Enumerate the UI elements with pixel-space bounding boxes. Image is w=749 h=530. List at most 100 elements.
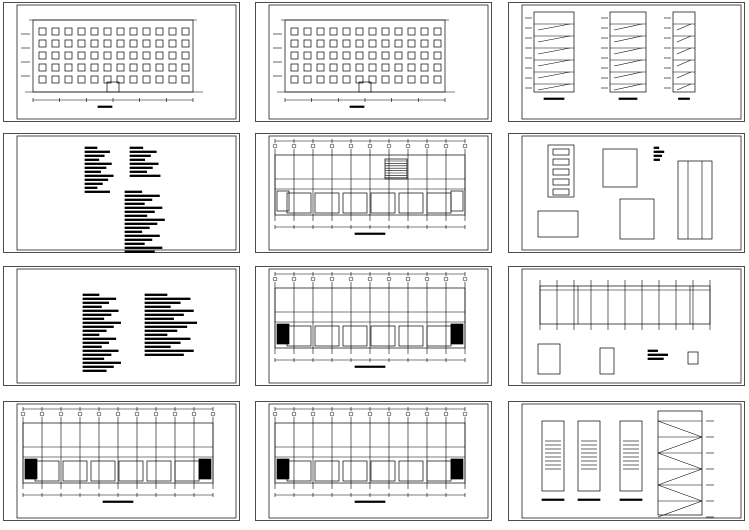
text-line [129, 166, 153, 169]
axis-bubble [424, 276, 430, 282]
stair-flight [676, 59, 692, 67]
window [329, 63, 338, 72]
stair-symbol [450, 190, 464, 212]
stair-flight [613, 23, 643, 31]
text-line [124, 214, 148, 217]
window [290, 75, 299, 84]
title-text [354, 500, 386, 503]
axis-bubble [272, 143, 278, 149]
room [174, 460, 200, 482]
text-line [82, 369, 107, 372]
axis-bubble [443, 143, 449, 149]
text-line [124, 246, 163, 249]
room [370, 460, 396, 482]
text-line [124, 234, 160, 237]
text-line [82, 305, 102, 308]
window [420, 63, 429, 72]
window [181, 51, 190, 60]
window [142, 27, 151, 36]
sheet-inner-frame [268, 135, 489, 251]
window [77, 39, 86, 48]
text-line [124, 218, 165, 221]
section-outline [609, 11, 647, 93]
stair-flight [657, 468, 703, 486]
detail-section [599, 347, 615, 375]
room [398, 460, 424, 482]
window [77, 75, 86, 84]
sheet-drawing [3, 2, 240, 122]
axis-bubble [191, 411, 197, 417]
text-line [82, 337, 117, 340]
room [426, 325, 452, 347]
stair-flight [657, 436, 703, 454]
room [286, 325, 312, 347]
axis-bubble [386, 411, 392, 417]
window [155, 39, 164, 48]
text-line [124, 230, 143, 233]
stair-symbol [276, 323, 290, 345]
text-line [124, 242, 145, 245]
room [118, 460, 144, 482]
drawing-sheet-plan-detailed [255, 133, 492, 253]
axis-bubble [291, 276, 297, 282]
window [90, 75, 99, 84]
window [420, 39, 429, 48]
window [116, 39, 125, 48]
text-line [82, 341, 109, 344]
sheet-drawing [3, 133, 240, 253]
text-line [129, 158, 146, 161]
window [38, 51, 47, 60]
axis-bubble [115, 411, 121, 417]
window [420, 75, 429, 84]
window [38, 39, 47, 48]
window [129, 39, 138, 48]
sheet-inner-frame [16, 135, 237, 251]
title-text [354, 365, 386, 368]
window [142, 51, 151, 60]
window [90, 39, 99, 48]
room [314, 460, 340, 482]
window [368, 63, 377, 72]
axis-bubble [367, 276, 373, 282]
window [368, 51, 377, 60]
window [181, 63, 190, 72]
axis-bubble [405, 276, 411, 282]
text-line [124, 198, 153, 201]
window [407, 39, 416, 48]
text-line [653, 154, 663, 157]
axis-bubble [272, 276, 278, 282]
window [394, 75, 403, 84]
stair-symbol [276, 458, 290, 480]
stair-flight [657, 484, 703, 502]
text-line [82, 365, 114, 368]
window [316, 63, 325, 72]
window [329, 27, 338, 36]
window [316, 75, 325, 84]
window [433, 51, 442, 60]
text-line [82, 329, 107, 332]
text-line [84, 166, 107, 169]
section-detail [619, 198, 655, 240]
sheet-drawing [255, 2, 492, 122]
room [34, 460, 60, 482]
section-outline [672, 11, 696, 93]
text-line [144, 333, 168, 336]
room [146, 460, 172, 482]
text-line [82, 317, 105, 320]
room [286, 192, 312, 214]
window [51, 51, 60, 60]
sheet-outer-border [255, 266, 492, 386]
text-line [144, 345, 171, 348]
axis-bubble [134, 411, 140, 417]
text-line [144, 337, 191, 340]
text-line [124, 210, 155, 213]
sheet-inner-frame [16, 4, 237, 120]
title-text [97, 105, 113, 108]
stair-flight [537, 47, 571, 55]
window [381, 27, 390, 36]
sheet-drawing [255, 266, 492, 386]
room [426, 192, 452, 214]
axis-bubble [310, 143, 316, 149]
stair-plan [541, 420, 565, 492]
window [407, 63, 416, 72]
